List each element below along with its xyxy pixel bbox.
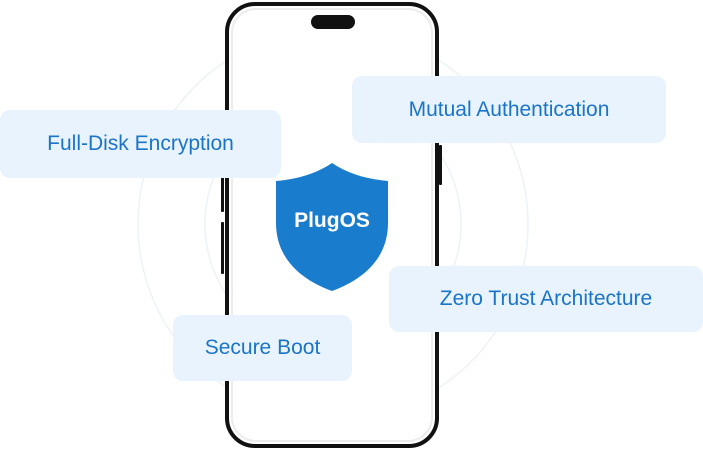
feature-label: Mutual Authentication xyxy=(408,97,610,121)
feature-full-disk-encryption: Full-Disk Encryption xyxy=(0,110,281,178)
brand-name: PlugOS xyxy=(294,209,370,232)
phone-side-button xyxy=(221,222,224,274)
feature-label: Full-Disk Encryption xyxy=(47,132,234,155)
shield-icon xyxy=(273,161,391,293)
feature-mutual-authentication: Mutual Authentication xyxy=(352,76,666,143)
feature-zero-trust-architecture: Zero Trust Architecture xyxy=(389,266,703,332)
phone-side-button xyxy=(221,160,224,212)
phone-notch xyxy=(311,15,355,29)
phone-power-button xyxy=(439,145,442,185)
phone-screen xyxy=(231,8,433,442)
feature-label: Secure Boot xyxy=(204,336,321,359)
feature-label: Zero Trust Architecture xyxy=(439,287,653,310)
feature-secure-boot: Secure Boot xyxy=(173,315,352,381)
